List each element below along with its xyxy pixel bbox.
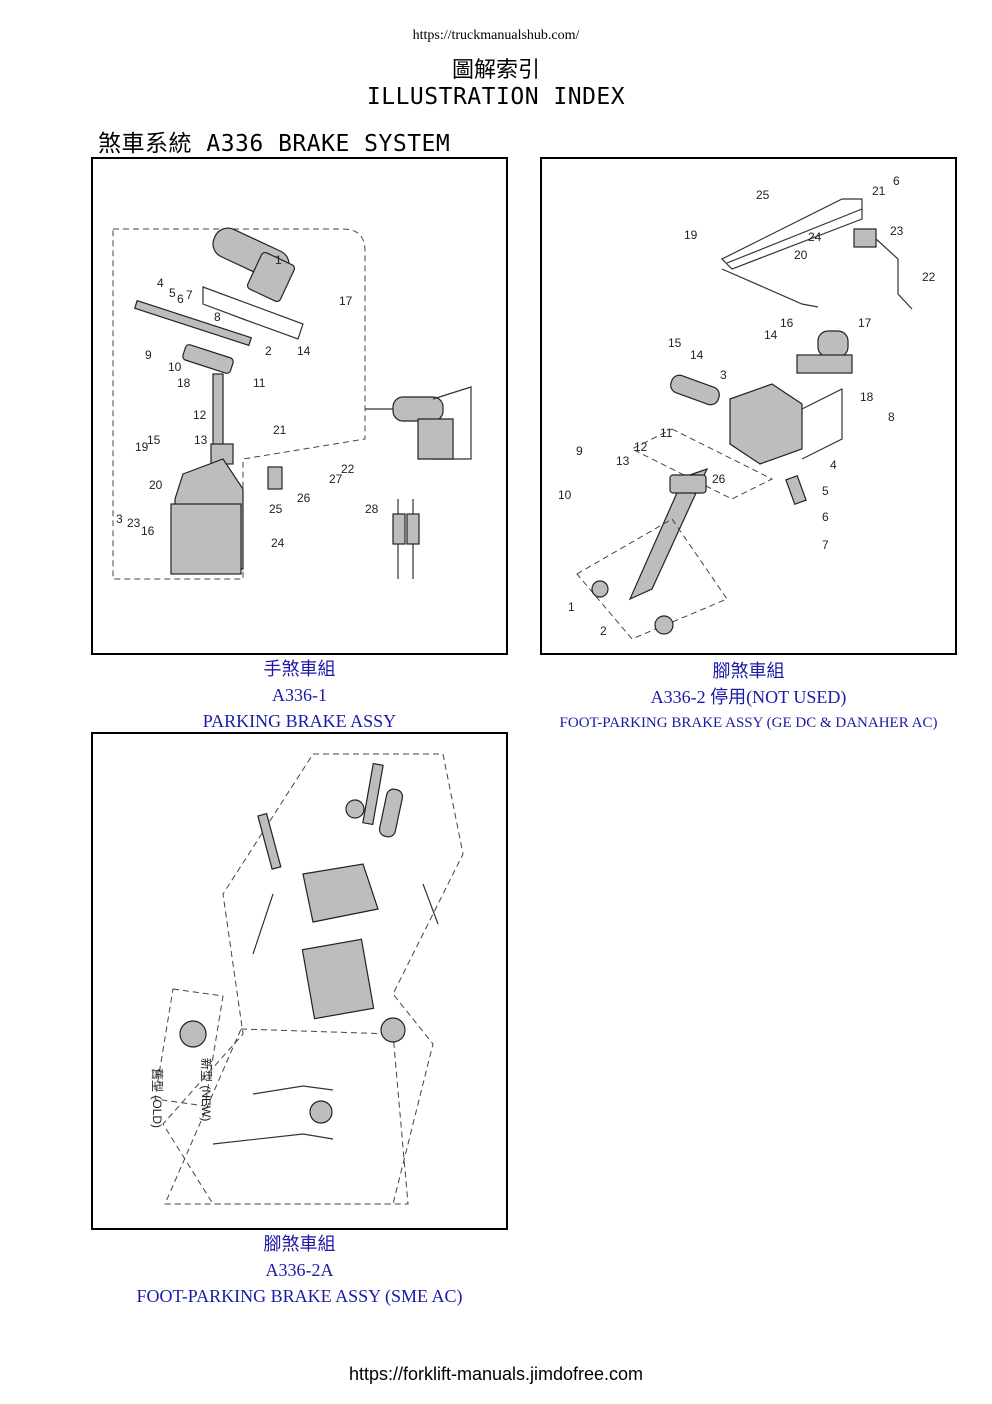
callout-3: 3 <box>720 368 727 382</box>
callout-7: 7 <box>186 288 193 302</box>
callout-12: 12 <box>634 440 648 454</box>
callout-12: 12 <box>193 408 207 422</box>
callout-6: 6 <box>893 174 900 188</box>
footer-source-url[interactable]: https://forklift-manuals.jimdofree.com <box>348 1364 644 1384</box>
callout-8: 8 <box>888 410 895 424</box>
page-title-chinese: 圖解索引 <box>451 58 540 83</box>
callout-19: 19 <box>135 440 149 454</box>
callout-26: 26 <box>712 472 726 486</box>
callout-14: 14 <box>297 344 311 358</box>
top-source-url[interactable]: https://truckmanualshub.com/ <box>412 28 580 43</box>
foot-parking-brake-sme-caption-en: FOOT-PARKING BRAKE ASSY (SME AC) <box>136 1286 463 1306</box>
callout-21: 21 <box>273 423 287 437</box>
callout-14b: 14 <box>764 328 778 342</box>
callout-5: 5 <box>822 484 829 498</box>
callout-17: 17 <box>339 294 353 308</box>
callout-19: 19 <box>684 228 698 242</box>
callout-2: 2 <box>265 344 272 358</box>
callout-10: 10 <box>168 360 182 374</box>
foot-parking-brake-sme-caption: 腳煞車組 A336-2A FOOT-PARKING BRAKE ASSY (SM… <box>91 1231 508 1309</box>
foot-parking-brake-ge-caption: 腳煞車組 A336-2 停用(NOT USED) FOOT-PARKING BR… <box>540 658 957 736</box>
callout-4: 4 <box>157 276 164 290</box>
callout-25: 25 <box>269 502 283 516</box>
foot-parking-brake-sme-caption-zh: 腳煞車組 <box>263 1234 336 1254</box>
parking-brake-caption-zh: 手煞車組 <box>263 659 336 679</box>
callout-4: 4 <box>830 458 837 472</box>
callout-20: 20 <box>149 478 163 492</box>
callout-3: 3 <box>116 512 123 526</box>
callout-20: 20 <box>794 248 808 262</box>
callout-11: 11 <box>660 426 673 440</box>
foot-parking-brake-sme-illustration: 舊型 (OLD) 新型 (NEW) <box>91 732 508 1230</box>
parking-brake-illustration: 1 2 3 4 5 6 7 8 9 10 11 12 13 14 15 16 1… <box>91 157 508 655</box>
callout-28: 28 <box>365 502 379 516</box>
callout-1: 1 <box>568 600 575 614</box>
callout-18: 18 <box>860 390 874 404</box>
callout-10: 10 <box>558 488 572 502</box>
callout-9: 9 <box>576 444 583 458</box>
callout-25: 25 <box>756 188 770 202</box>
callout-11: 11 <box>253 376 266 390</box>
callout-14: 14 <box>690 348 704 362</box>
foot-parking-brake-ge-caption-zh: 腳煞車組 <box>712 661 785 681</box>
callout-1: 1 <box>275 253 282 267</box>
callout-27: 27 <box>329 472 343 486</box>
callout-13: 13 <box>194 433 208 447</box>
callout-22: 22 <box>922 270 936 284</box>
foot-parking-brake-ge-caption-en: FOOT-PARKING BRAKE ASSY (GE DC & DANAHER… <box>559 715 938 731</box>
callout-16: 16 <box>780 316 794 330</box>
callout-16: 16 <box>141 524 155 538</box>
parking-brake-caption: 手煞車組 A336-1 PARKING BRAKE ASSY <box>91 656 508 734</box>
new-type-label: 新型 (NEW) <box>199 1058 214 1121</box>
callout-24: 24 <box>271 536 285 550</box>
callout-7: 7 <box>822 538 829 552</box>
section-title: 煞車系統 A336 BRAKE SYSTEM <box>98 131 451 157</box>
parking-brake-caption-en: PARKING BRAKE ASSY <box>202 711 397 731</box>
foot-parking-brake-ge-diagram: 25 21 6 19 24 23 20 22 15 14 16 14 17 3 … <box>558 174 936 640</box>
parking-brake-code: A336-1 <box>272 685 327 705</box>
callout-23: 23 <box>890 224 904 238</box>
parking-brake-diagram: 1 2 3 4 5 6 7 8 9 10 11 12 13 14 15 16 1… <box>112 227 472 580</box>
callout-6: 6 <box>177 292 184 306</box>
old-type-label: 舊型 (OLD) <box>150 1068 165 1128</box>
page-title-english: ILLUSTRATION INDEX <box>366 84 626 110</box>
foot-parking-brake-ge-code: A336-2 停用(NOT USED) <box>650 687 847 707</box>
callout-2: 2 <box>600 624 607 638</box>
callout-23: 23 <box>127 516 141 530</box>
callout-17: 17 <box>858 316 872 330</box>
callout-24: 24 <box>808 230 822 244</box>
callout-18: 18 <box>177 376 191 390</box>
callout-22: 22 <box>341 462 355 476</box>
foot-parking-brake-sme-code: A336-2A <box>265 1260 334 1280</box>
callout-6b: 6 <box>822 510 829 524</box>
callout-13: 13 <box>616 454 630 468</box>
callout-26: 26 <box>297 491 311 505</box>
callout-15: 15 <box>147 433 161 447</box>
callout-21: 21 <box>872 184 886 198</box>
callout-5: 5 <box>169 286 176 300</box>
callout-15: 15 <box>668 336 682 350</box>
foot-parking-brake-sme-diagram: 舊型 (OLD) 新型 (NEW) <box>150 753 464 1205</box>
callout-9: 9 <box>145 348 152 362</box>
foot-parking-brake-ge-illustration: 25 21 6 19 24 23 20 22 15 14 16 14 17 3 … <box>540 157 957 655</box>
callout-8: 8 <box>214 310 221 324</box>
